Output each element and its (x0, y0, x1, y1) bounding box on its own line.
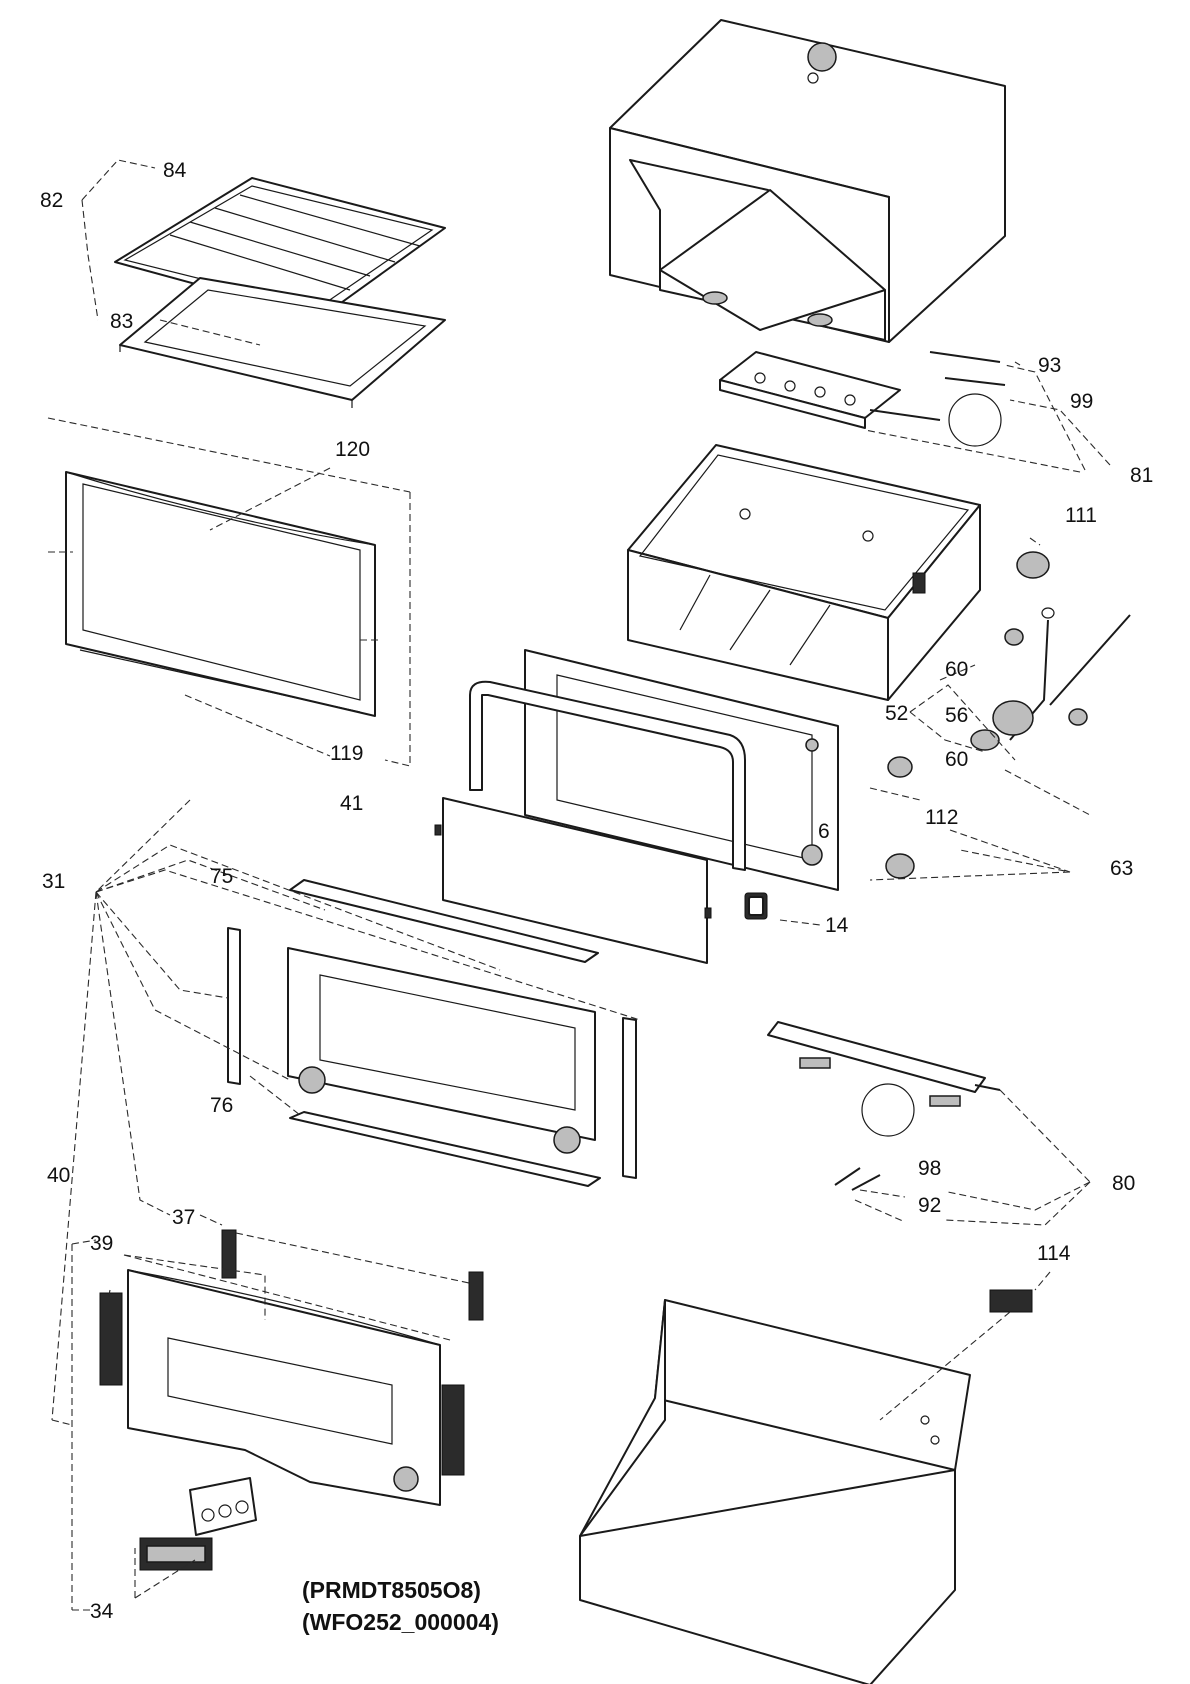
label-93: 93 (1038, 354, 1061, 377)
valve-assembly (970, 551, 1131, 751)
label-119: 119 (330, 742, 363, 765)
leader-lines (47, 159, 1111, 1611)
inner-cavity (627, 444, 981, 701)
bottom-panel (579, 1289, 1033, 1684)
label-41: 41 (340, 792, 363, 815)
label-63: 63 (1110, 857, 1133, 880)
label-112: 112 (925, 806, 958, 829)
label-31: 31 (42, 870, 65, 893)
label-92: 92 (918, 1194, 941, 1217)
door-subframe (227, 879, 637, 1187)
igniter-112 (885, 756, 915, 879)
label-60-lower: 60 (945, 748, 968, 771)
top-burner-assembly (719, 351, 1006, 447)
label-14: 14 (825, 914, 849, 937)
model-number: (PRMDT8505O8) (302, 1577, 481, 1603)
label-80: 80 (1112, 1172, 1135, 1195)
baking-tray (119, 277, 446, 408)
door-gasket (469, 680, 746, 871)
label-34: 34 (90, 1600, 114, 1623)
lower-burner-assembly (767, 1021, 1001, 1191)
label-37: 37 (172, 1206, 195, 1229)
label-76: 76 (210, 1094, 233, 1117)
label-82: 82 (40, 189, 63, 212)
knob-14 (744, 892, 768, 920)
label-111: 111 (1065, 504, 1097, 527)
label-114: 114 (1037, 1242, 1071, 1265)
door-hinges (221, 1229, 484, 1321)
label-52: 52 (885, 702, 908, 725)
label-120: 120 (335, 438, 370, 461)
label-99: 99 (1070, 390, 1093, 413)
label-84: 84 (163, 159, 187, 182)
door-glass (434, 797, 712, 964)
label-81: 81 (1130, 464, 1153, 487)
front-frame (65, 471, 376, 717)
label-40: 40 (47, 1164, 70, 1187)
label-39: 39 (90, 1232, 113, 1255)
label-60-upper: 60 (945, 658, 968, 681)
diagram-code: (WFO252_000004) (302, 1609, 499, 1635)
label-83: 83 (110, 310, 133, 333)
model-caption: (PRMDT8505O8) (WFO252_000004) (302, 1577, 499, 1635)
control-panel (139, 1477, 257, 1571)
outer-door (99, 1269, 465, 1506)
label-56: 56 (945, 704, 968, 727)
label-6: 6 (818, 820, 830, 843)
label-98: 98 (918, 1157, 941, 1180)
outer-casing-top (609, 19, 1006, 343)
part-number-labels: 84 82 83 93 99 81 120 111 60 52 56 60 11… (40, 159, 1153, 1623)
label-75: 75 (210, 865, 233, 888)
